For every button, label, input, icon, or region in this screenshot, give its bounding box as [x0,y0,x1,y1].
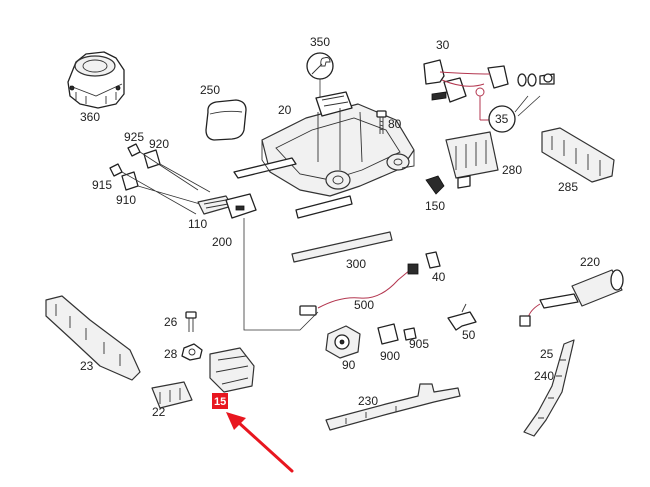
part-30-connector-set[interactable] [423,59,555,121]
label-350: 350 [310,35,330,49]
label-26: 26 [164,315,178,329]
part-90-actuator[interactable] [325,325,361,359]
label-280: 280 [502,163,522,177]
part-350-tool-icon[interactable] [306,52,334,98]
part-80-bolt[interactable] [376,110,387,134]
part-220-motor[interactable] [519,269,624,327]
part-28-nut[interactable] [181,343,203,361]
highlight-badge-15[interactable]: 15 [212,393,228,409]
label-220: 220 [580,255,600,269]
part-905-pin[interactable] [403,327,417,341]
label-285: 285 [558,180,578,194]
part-35-callout[interactable] [488,95,541,133]
label-910: 910 [116,193,136,207]
label-200: 200 [212,235,232,249]
part-910-plug[interactable] [121,171,139,191]
label-110: 110 [188,217,207,231]
label-500: 500 [354,298,374,312]
label-28: 28 [164,347,178,361]
label-230: 230 [358,394,378,408]
label-50: 50 [462,328,476,342]
part-110-junction[interactable] [197,195,233,215]
label-40: 40 [432,270,446,284]
label-80: 80 [388,117,402,131]
label-35: 35 [495,112,509,126]
label-30: 30 [436,38,450,52]
label-22: 22 [152,405,166,419]
part-285-connector-block[interactable] [541,127,615,183]
part-240-upright-rail[interactable] [523,339,575,437]
part-915-pin[interactable] [109,163,123,177]
part-250-cushion[interactable] [205,99,247,141]
connector-leaders [121,151,211,215]
part-200-sensor[interactable] [225,193,257,219]
red-pointer-arrow [226,412,294,473]
label-900: 900 [380,349,400,363]
part-22-cover[interactable] [151,381,193,409]
label-360: 360 [80,110,100,124]
label-300: 300 [346,257,366,271]
part-26-screw[interactable] [185,311,197,332]
part-40-clip[interactable] [425,251,441,269]
part-900-connector[interactable] [377,323,399,345]
part-150-bracket[interactable] [425,175,445,195]
label-905: 905 [409,337,429,351]
leader-200-to-500 [243,218,319,331]
part-230-bottom-rail[interactable] [325,383,461,431]
label-915: 915 [92,178,112,192]
label-25: 25 [540,347,554,361]
part-300-rail-strip[interactable] [291,231,393,263]
label-90: 90 [342,358,356,372]
part-15-holder[interactable] [209,347,255,393]
label-920: 920 [149,137,169,151]
label-250: 250 [200,83,220,97]
highlight-label: 15 [214,396,226,408]
part-925-pin[interactable] [127,143,141,157]
part-500-cable[interactable] [299,263,419,316]
part-50-latch[interactable] [447,303,477,331]
part-360-motor-housing[interactable] [67,51,125,109]
label-150: 150 [425,199,445,213]
label-925: 925 [124,130,144,144]
label-23: 23 [80,359,94,373]
label-240: 240 [534,369,554,383]
part-23-rail-bracket[interactable] [45,295,141,381]
label-20: 20 [278,103,292,117]
part-920-plug[interactable] [143,149,161,169]
part-280-control-unit[interactable] [445,131,499,189]
part-20-seat-frame[interactable] [233,91,415,219]
